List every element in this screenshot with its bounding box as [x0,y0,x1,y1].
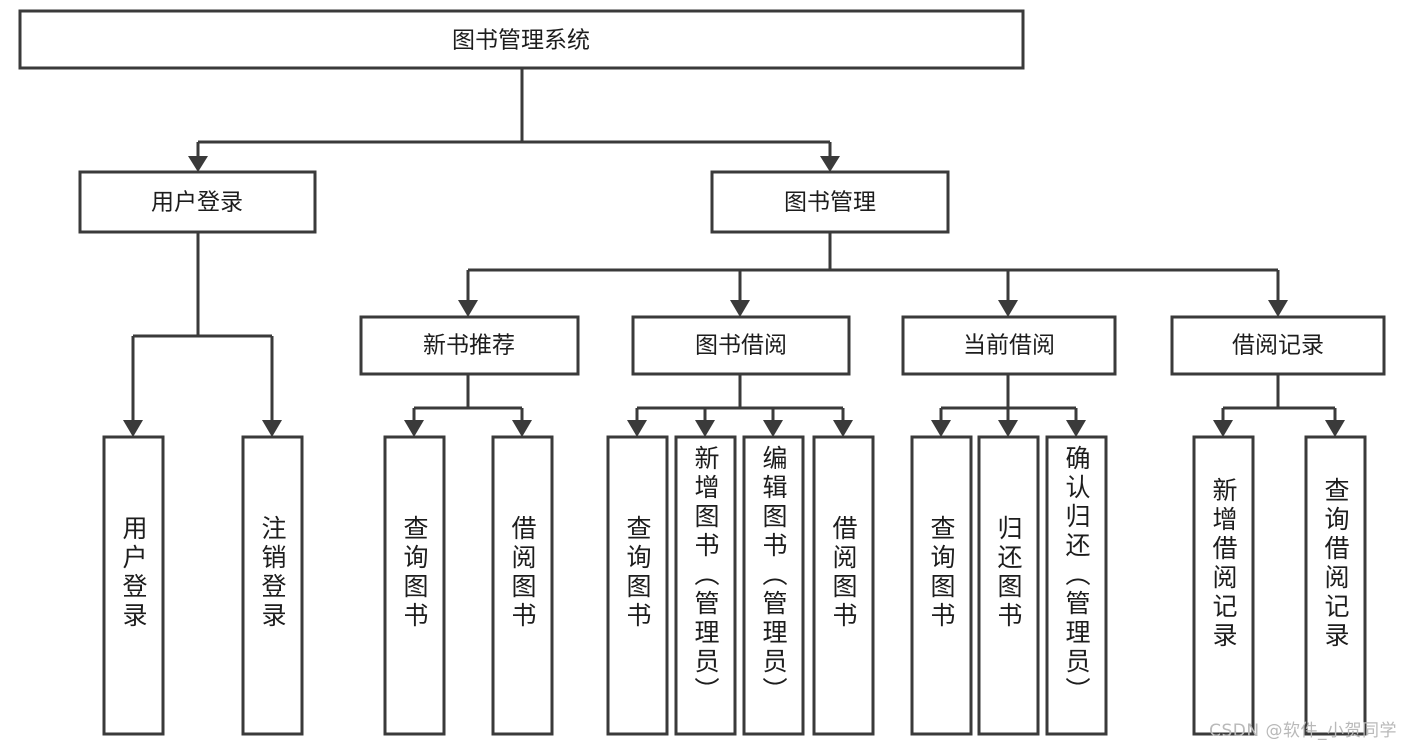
arrow-head-leaf-confirm-return-admin [1066,420,1086,437]
node-borrow-record-label: 借阅记录 [1232,333,1324,359]
arrow-head-leaf-query-borrow-record [1325,420,1345,437]
node-leaf-add-book-admin-box[interactable] [674,435,737,736]
connector-group-new-book-recommend [404,374,532,437]
arrow-head-current-borrow [998,300,1018,317]
arrow-head-leaf-query-book-2 [627,420,647,437]
leaf-boxes [102,435,1367,736]
node-root-label: 图书管理系统 [452,28,590,54]
arrow-head-book-borrow [730,300,750,317]
node-leaf-user-login-box[interactable] [102,435,165,736]
node-book-borrow-box[interactable] [631,315,851,376]
node-new-book-recommend[interactable]: 新书推荐 [359,315,580,376]
arrow-head-leaf-add-borrow-record [1213,420,1233,437]
connector-group-borrow-record [1213,374,1345,437]
node-root[interactable]: 图书管理系统 [18,9,1025,70]
node-book-borrow[interactable]: 图书借阅 [631,315,851,376]
connector-group-root [188,68,840,172]
node-user-login-label: 用户登录 [151,190,243,216]
watermark-text: CSDN @软件_小贺同学 [1209,721,1397,741]
node-leaf-logout-login-box[interactable] [241,435,304,736]
node-leaf-confirm-return-admin-box[interactable] [1045,435,1108,736]
arrow-head-leaf-borrow-book-1 [512,420,532,437]
node-leaf-query-book-1-box[interactable] [383,435,446,736]
node-book-management-box[interactable] [710,170,950,234]
arrow-head-leaf-add-book-admin [695,420,715,437]
connector-group-book-borrow [627,374,853,437]
node-leaf-query-borrow-record-box[interactable] [1304,435,1367,736]
arrow-head-borrow-record [1268,300,1288,317]
node-user-login-box[interactable] [78,170,317,234]
node-book-management-label: 图书管理 [784,190,876,216]
connector-group-book-management [458,232,1288,317]
node-current-borrow-box[interactable] [901,315,1117,376]
node-current-borrow[interactable]: 当前借阅 [901,315,1117,376]
node-leaf-add-borrow-record-box[interactable] [1192,435,1255,736]
node-book-borrow-label: 图书借阅 [695,333,787,359]
node-new-book-recommend-label: 新书推荐 [423,333,515,359]
arrow-head-new-book-recommend [458,300,478,317]
node-leaf-return-book-box[interactable] [977,435,1040,736]
node-current-borrow-label: 当前借阅 [963,333,1055,359]
connector-group-user-login [123,232,282,437]
connector-group-current-borrow [931,374,1086,437]
arrow-head-leaf-logout-login [262,420,282,437]
arrow-head-leaf-edit-book-admin [763,420,783,437]
arrow-head-leaf-query-book-3 [931,420,951,437]
node-leaf-borrow-book-2-box[interactable] [812,435,875,736]
arrow-head-user-login [188,156,208,172]
arrow-head-book-management [820,156,840,172]
arrow-head-leaf-return-book [998,420,1018,437]
arrow-head-leaf-user-login [123,420,143,437]
node-borrow-record-box[interactable] [1170,315,1386,376]
node-leaf-edit-book-admin-box[interactable] [742,435,805,736]
node-root-box[interactable] [18,9,1025,70]
node-book-management[interactable]: 图书管理 [710,170,950,234]
node-leaf-borrow-book-1-box[interactable] [491,435,554,736]
node-new-book-recommend-box[interactable] [359,315,580,376]
node-user-login[interactable]: 用户登录 [78,170,317,234]
arrow-head-leaf-borrow-book-2 [833,420,853,437]
node-leaf-query-book-3-box[interactable] [910,435,973,736]
arrow-head-leaf-query-book-1 [404,420,424,437]
node-borrow-record[interactable]: 借阅记录 [1170,315,1386,376]
node-leaf-query-book-2-box[interactable] [606,435,669,736]
